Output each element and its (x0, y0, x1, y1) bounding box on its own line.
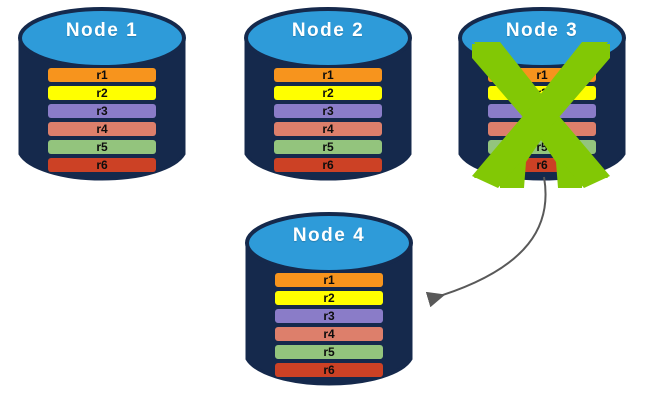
node-cylinder-4[interactable]: Node 4 r1 r2 r3 r4 r5 r6 (245, 211, 413, 391)
data-row-r5[interactable]: r5 (274, 140, 382, 154)
data-row-r3[interactable]: r3 (488, 104, 596, 118)
data-row-r4[interactable]: r4 (488, 122, 596, 136)
data-row-r3[interactable]: r3 (48, 104, 156, 118)
row-stack-4: r1 r2 r3 r4 r5 r6 (275, 273, 383, 377)
data-row-r5[interactable]: r5 (488, 140, 596, 154)
data-row-r6[interactable]: r6 (488, 158, 596, 172)
data-row-r1[interactable]: r1 (488, 68, 596, 82)
data-row-r6[interactable]: r6 (48, 158, 156, 172)
data-row-r4[interactable]: r4 (275, 327, 383, 341)
data-row-r4[interactable]: r4 (274, 122, 382, 136)
data-row-r2[interactable]: r2 (488, 86, 596, 100)
transfer-arrow-icon (425, 176, 547, 308)
row-stack-1: r1 r2 r3 r4 r5 r6 (48, 68, 156, 172)
data-row-r1[interactable]: r1 (48, 68, 156, 82)
data-row-r1[interactable]: r1 (275, 273, 383, 287)
data-row-r2[interactable]: r2 (48, 86, 156, 100)
row-stack-2: r1 r2 r3 r4 r5 r6 (274, 68, 382, 172)
node-cylinder-2[interactable]: Node 2 r1 r2 r3 r4 r5 r6 (244, 6, 412, 186)
data-row-r3[interactable]: r3 (274, 104, 382, 118)
row-stack-3: r1 r2 r3 r4 r5 r6 (488, 68, 596, 172)
data-row-r2[interactable]: r2 (275, 291, 383, 305)
data-row-r6[interactable]: r6 (275, 363, 383, 377)
data-row-r5[interactable]: r5 (48, 140, 156, 154)
data-row-r6[interactable]: r6 (274, 158, 382, 172)
data-row-r5[interactable]: r5 (275, 345, 383, 359)
data-row-r4[interactable]: r4 (48, 122, 156, 136)
node-cylinder-3[interactable]: Node 3 r1 r2 r3 r4 r5 r6 (458, 6, 626, 186)
data-row-r2[interactable]: r2 (274, 86, 382, 100)
node-cylinder-1[interactable]: Node 1 r1 r2 r3 r4 r5 r6 (18, 6, 186, 186)
data-row-r3[interactable]: r3 (275, 309, 383, 323)
data-row-r1[interactable]: r1 (274, 68, 382, 82)
